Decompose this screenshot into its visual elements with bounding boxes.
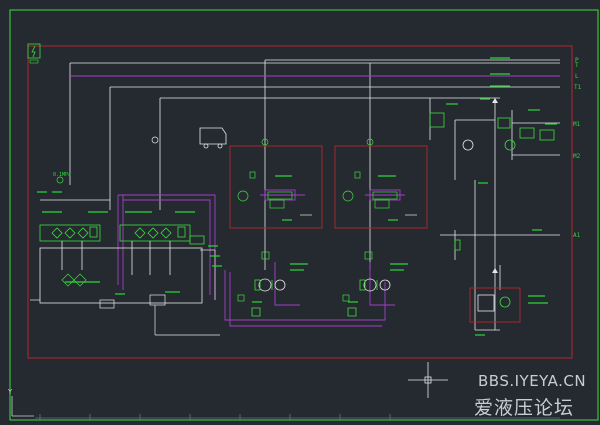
valve-enclosures bbox=[229, 145, 521, 323]
scale-ruler bbox=[35, 414, 560, 420]
drain-lines bbox=[70, 75, 560, 327]
motor-units bbox=[251, 278, 391, 317]
drawing-frame bbox=[9, 9, 599, 421]
watermark-forum: 爱液压论坛 bbox=[474, 397, 575, 419]
port-label-m2: M2 bbox=[573, 153, 581, 160]
pressure-valve-group bbox=[429, 98, 555, 312]
port-label-t: T bbox=[575, 62, 579, 69]
electric-box-icon bbox=[27, 43, 41, 64]
port-label-l: L bbox=[575, 73, 579, 80]
truck-icon bbox=[199, 127, 227, 149]
ucs-axis-icon bbox=[11, 396, 34, 417]
directional-valves bbox=[237, 189, 417, 216]
port-label-a1: A1 bbox=[573, 232, 581, 239]
tank-assembly bbox=[30, 247, 220, 336]
port-label-t1: T1 bbox=[574, 84, 582, 91]
crosshair-cursor bbox=[408, 362, 448, 398]
pressure-stamp: 0.1MPa bbox=[53, 172, 71, 178]
component-annotations bbox=[37, 57, 557, 336]
pressure-gauges bbox=[56, 136, 374, 302]
header-pipes bbox=[40, 59, 560, 331]
ucs-axis-y-label: Y bbox=[8, 388, 13, 396]
watermark-site: BBS.IYEYA.CN bbox=[478, 372, 587, 390]
pump-filter-modules bbox=[39, 224, 205, 275]
port-label-m1: M1 bbox=[573, 121, 581, 128]
port-label-p: P bbox=[575, 57, 579, 64]
